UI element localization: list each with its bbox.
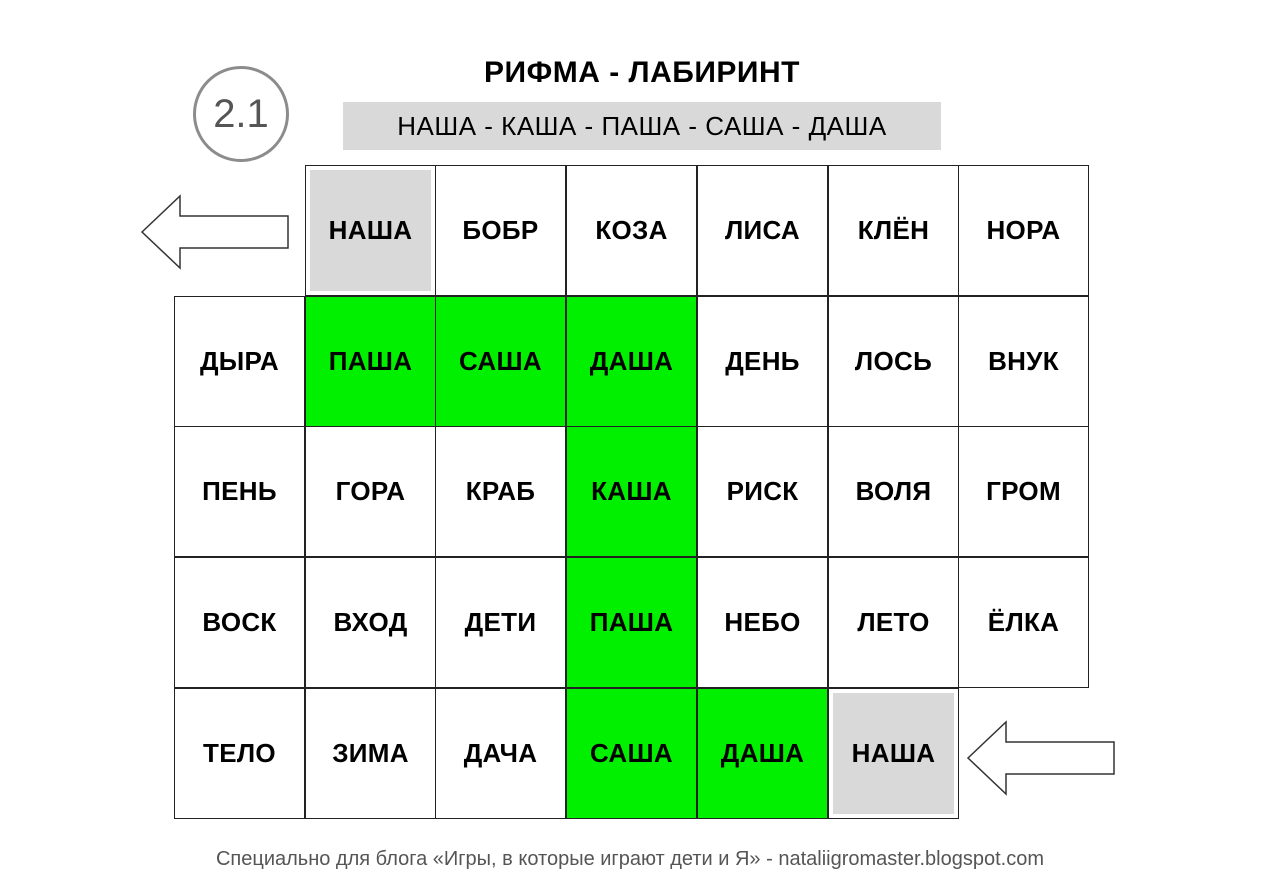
maze-cell-word: САША	[589, 738, 673, 768]
maze-cell-word: ТЕЛО	[203, 738, 276, 768]
maze-cell-word: НЕБО	[724, 607, 801, 637]
maze-cell[interactable]: КОЗА	[566, 165, 697, 296]
maze-cell[interactable]: ПАША	[305, 296, 436, 427]
maze-cell[interactable]: КАША	[566, 426, 697, 557]
maze-cell[interactable]: ГРОМ	[958, 426, 1089, 557]
maze-cell[interactable]: ПЕНЬ	[174, 426, 305, 557]
maze-cell-word: ВХОД	[333, 607, 408, 637]
maze-cell-word: ДАЧА	[463, 738, 538, 768]
maze-cell-word: ПЕНЬ	[202, 476, 277, 506]
maze-cell-word: ГРОМ	[986, 476, 1061, 506]
maze-cell-word: НОРА	[986, 215, 1061, 245]
maze-cell[interactable]: НАША	[828, 688, 959, 819]
exit-arrow-icon	[140, 194, 289, 270]
maze-cell-word: КРАБ	[465, 476, 536, 506]
maze-cell[interactable]: НОРА	[958, 165, 1089, 296]
maze-cell-word: НАША	[328, 215, 413, 245]
level-badge: 2.1	[193, 66, 289, 162]
maze-cell-word: РИСК	[726, 476, 799, 506]
maze-cell[interactable]: ВОЛЯ	[828, 426, 959, 557]
maze-cell[interactable]: ДАША	[697, 688, 828, 819]
maze-cell[interactable]: КРАБ	[435, 426, 566, 557]
maze-cell-word: НАША	[851, 738, 936, 768]
endpoint-fill	[310, 170, 431, 291]
maze-cell[interactable]: БОБР	[435, 165, 566, 296]
maze-cell-word: ПАША	[328, 346, 413, 376]
maze-cell-word: ПАША	[589, 607, 674, 637]
maze-cell[interactable]: ЛОСЬ	[828, 296, 959, 427]
maze-cell[interactable]: КЛЁН	[828, 165, 959, 296]
maze-cell[interactable]: ЗИМА	[305, 688, 436, 819]
maze-cell[interactable]: ДЕНЬ	[697, 296, 828, 427]
maze-cell[interactable]: ГОРА	[305, 426, 436, 557]
maze-cell-word: САША	[458, 346, 542, 376]
maze-cell-word: ВОЛЯ	[855, 476, 932, 506]
maze-cell[interactable]: РИСК	[697, 426, 828, 557]
maze-cell-word: КАША	[591, 476, 672, 506]
maze-cell[interactable]: ПАША	[566, 557, 697, 688]
maze-cell[interactable]: ДАЧА	[435, 688, 566, 819]
page-title: РИФМА - ЛАБИРИНТ	[484, 56, 800, 89]
maze-cell-word: ЛЕТО	[857, 607, 930, 637]
maze-cell[interactable]: ЁЛКА	[958, 557, 1089, 688]
maze-cell[interactable]: ТЕЛО	[174, 688, 305, 819]
maze-cell-word: ДЕТИ	[464, 607, 537, 637]
maze-cell-word: ГОРА	[335, 476, 406, 506]
maze-cell-word: ВОСК	[202, 607, 277, 637]
maze-cell-word: ДЫРА	[199, 346, 279, 376]
maze-cell[interactable]: САША	[566, 688, 697, 819]
maze-cell-word: ДЕНЬ	[725, 346, 800, 376]
footer-credit: Специально для блога «Игры, в которые иг…	[215, 848, 1045, 870]
maze-cell-word: ДАША	[589, 346, 674, 376]
maze-cell[interactable]: ДЕТИ	[435, 557, 566, 688]
maze-cell[interactable]: ЛЕТО	[828, 557, 959, 688]
maze-cell[interactable]: ЛИСА	[697, 165, 828, 296]
maze-cell[interactable]: ВОСК	[174, 557, 305, 688]
maze-cell-word: БОБР	[462, 215, 539, 245]
rhyme-chain: НАША - КАША - ПАША - САША - ДАША	[343, 102, 941, 150]
maze-cell[interactable]: САША	[435, 296, 566, 427]
maze-cell-word: ЁЛКА	[987, 607, 1060, 637]
maze-cell[interactable]: ДАША	[566, 296, 697, 427]
endpoint-fill	[833, 693, 954, 814]
maze-cell[interactable]: НАША	[305, 165, 436, 296]
maze-cell-word: ВНУК	[988, 346, 1059, 376]
maze-cell-word: ЛОСЬ	[854, 346, 933, 376]
maze-cell[interactable]: ДЫРА	[174, 296, 305, 427]
maze-cell[interactable]: ВНУК	[958, 296, 1089, 427]
maze-cell-word: КЛЁН	[857, 215, 930, 245]
maze-cell[interactable]: ВХОД	[305, 557, 436, 688]
maze-cell-word: ЗИМА	[332, 738, 409, 768]
entry-arrow-icon	[966, 720, 1115, 796]
maze-cell[interactable]: НЕБО	[697, 557, 828, 688]
maze-cell-word: ЛИСА	[724, 215, 801, 245]
maze-cell-word: КОЗА	[595, 215, 668, 245]
maze-cell-word: ДАША	[720, 738, 805, 768]
